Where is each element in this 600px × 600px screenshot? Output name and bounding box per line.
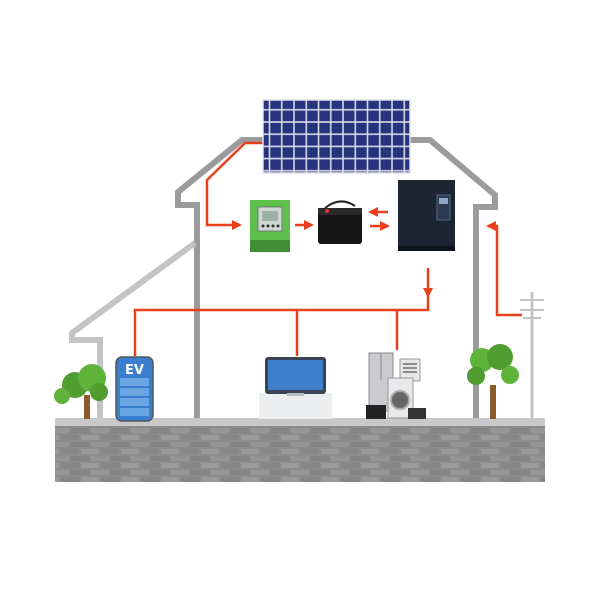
floor: [55, 418, 545, 426]
home-appliances: [366, 352, 426, 419]
tree-right: [467, 344, 519, 419]
ev-label: EV: [125, 363, 144, 378]
laptop: [259, 357, 332, 419]
battery: [318, 200, 362, 244]
charge-controller: [250, 200, 290, 252]
wiring: [133, 141, 522, 356]
solar-panel: [262, 99, 411, 174]
utility-pole: [520, 292, 544, 418]
tree-left: [54, 364, 108, 419]
inverter: [398, 180, 455, 251]
brick-foundation: [55, 426, 545, 482]
ev-charger: EV: [115, 356, 154, 422]
